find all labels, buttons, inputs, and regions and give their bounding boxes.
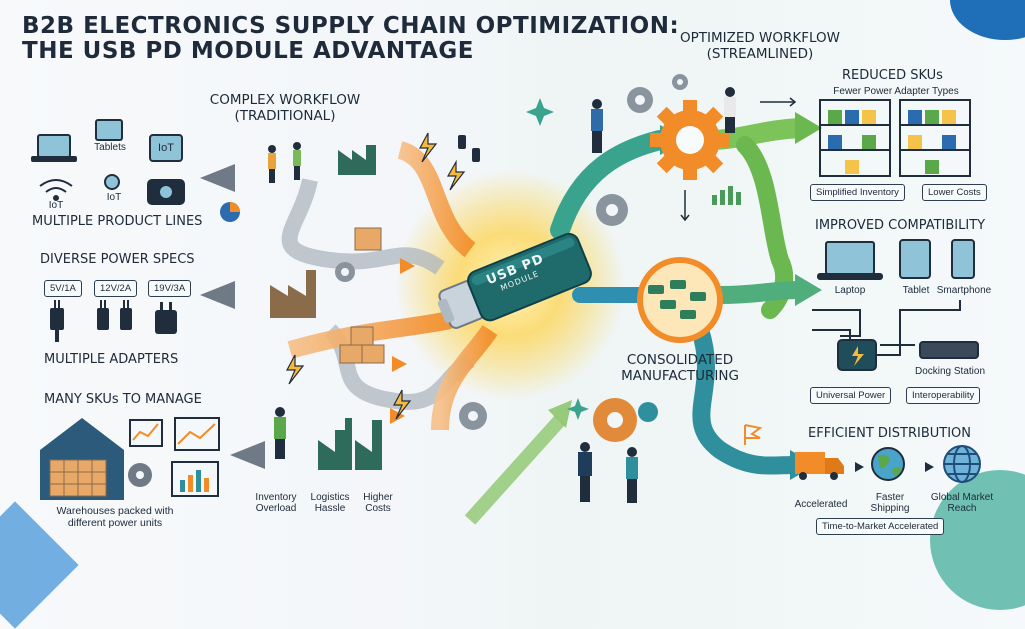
orange-gear (650, 100, 730, 180)
dist-3-line2: Reach (947, 503, 977, 514)
mini-bars (180, 470, 209, 492)
complex-line2: (TRADITIONAL) (234, 108, 336, 124)
multiple-adapters: MULTIPLE ADAPTERS (44, 352, 179, 367)
spec-pill-1: 5V/1A (44, 280, 82, 297)
sparkle-2 (567, 398, 589, 420)
pill-interoperability: Interoperability (906, 387, 981, 404)
label-smartphone: Smartphone (936, 285, 992, 296)
label-iot-cam: IoT (106, 192, 122, 203)
complex-workflow-heading: COMPLEX WORKFLOW (TRADITIONAL) (185, 92, 385, 124)
sparkle (526, 98, 554, 126)
title-line1: B2B ELECTRONICS SUPPLY CHAIN OPTIMIZATIO… (22, 13, 680, 39)
people (268, 87, 736, 503)
label-iot-screen: IoT (158, 142, 174, 154)
truck-icon (795, 452, 844, 480)
label-docking-station: Docking Station (914, 366, 986, 377)
issue-logistics-hassle: Logistics Hassle (304, 492, 356, 514)
adapter-icons (50, 300, 177, 342)
issue-inventory-overload: Inventory Overload (248, 492, 304, 514)
dist-3-line1: Global Market (930, 492, 994, 503)
pill-simplified-inventory: Simplified Inventory (810, 184, 905, 201)
dist-1-line1: Accelerated (794, 499, 848, 510)
left-device-icons (31, 119, 185, 205)
dist-2-line1: Faster (875, 492, 905, 503)
issue-3-line1: Higher (363, 492, 393, 503)
label-tablets: Tablets (94, 142, 126, 153)
issue-2-line2: Hassle (314, 503, 346, 514)
gray-gears (335, 74, 688, 442)
reduced-skus-heading: REDUCED SKUs (842, 68, 943, 83)
consolidated-circle (637, 257, 723, 343)
complex-line1: COMPLEX WORKFLOW (209, 92, 361, 108)
improved-compat-heading: IMPROVED COMPATIBILITY (815, 218, 986, 233)
bar-chart-icon (712, 186, 741, 205)
wifi-icon (39, 179, 73, 201)
dist-global-market: Global Market Reach (926, 492, 998, 514)
issue-1-line1: Inventory (255, 492, 297, 503)
shelving-units (819, 99, 971, 177)
usb-pd-module-graphic (437, 232, 592, 329)
pill-lower-costs: Lower Costs (922, 184, 987, 201)
boxes (339, 227, 385, 364)
trend-chart-icons (129, 417, 220, 497)
dist-2-line2: Shipping (870, 503, 910, 514)
trend-lines (132, 423, 216, 445)
reduced-skus-sub: Fewer Power Adapter Types (833, 86, 959, 97)
flag-icon (744, 424, 763, 445)
issue-higher-costs: Higher Costs (356, 492, 400, 514)
issue-1-line2: Overload (255, 503, 297, 514)
lightning-icons (286, 132, 466, 420)
optimized-workflow-heading: OPTIMIZED WORKFLOW (STREAMLINED) (655, 30, 865, 62)
plug-icons (458, 135, 480, 162)
pie-chart-icon (220, 202, 240, 222)
spec-pill-3: 19V/3A (148, 280, 192, 297)
consolidated-heading: CONSOLIDATED MANUFACTURING (600, 352, 760, 384)
thin-arrows (680, 97, 797, 222)
warehouse-caption: Warehouses packed with different power u… (30, 505, 200, 529)
flow-illustration (31, 74, 981, 525)
warehouse-caption-line2: different power units (67, 517, 163, 529)
title-line2: THE USB PD MODULE ADVANTAGE (22, 38, 474, 64)
docking-station-icon (919, 341, 979, 359)
arrow-right-icons (855, 462, 934, 472)
orange-inbound-flows (287, 141, 498, 431)
spec-pill-2: 12V/2A (94, 280, 138, 297)
label-iot-wifi: IoT (48, 200, 64, 211)
consolidated-line2: MANUFACTURING (621, 368, 739, 384)
pill-universal-power: Universal Power (810, 387, 892, 404)
optimized-line1: OPTIMIZED WORKFLOW (679, 30, 841, 46)
globe-icon-blue (943, 445, 981, 483)
issue-2-line1: Logistics (310, 492, 350, 503)
warehouse-icon (40, 418, 124, 500)
many-skus: MANY SKUs TO MANAGE (44, 392, 202, 407)
factories (270, 145, 382, 470)
diverse-power-specs: DIVERSE POWER SPECS (40, 252, 195, 267)
dist-accelerated: Accelerated (786, 499, 856, 510)
globe-icon-green (871, 447, 905, 481)
multiple-product-lines: MULTIPLE PRODUCT LINES (32, 214, 203, 229)
efficient-dist-heading: EFFICIENT DISTRIBUTION (808, 426, 971, 441)
warehouse-caption-line1: Warehouses packed with (56, 505, 174, 517)
pill-time-to-market: Time-to-Market Accelerated (816, 518, 945, 535)
consolidated-line1: CONSOLIDATED (626, 352, 734, 368)
page-title: B2B ELECTRONICS SUPPLY CHAIN OPTIMIZATIO… (22, 14, 679, 64)
right-device-icons (817, 239, 975, 280)
label-tablet: Tablet (902, 285, 930, 296)
label-laptop: Laptop (834, 285, 866, 296)
dist-faster-shipping: Faster Shipping (862, 492, 918, 514)
growth-arrow (464, 415, 566, 525)
optimized-line2: (STREAMLINED) (706, 46, 814, 62)
issue-3-line2: Costs (365, 503, 391, 514)
